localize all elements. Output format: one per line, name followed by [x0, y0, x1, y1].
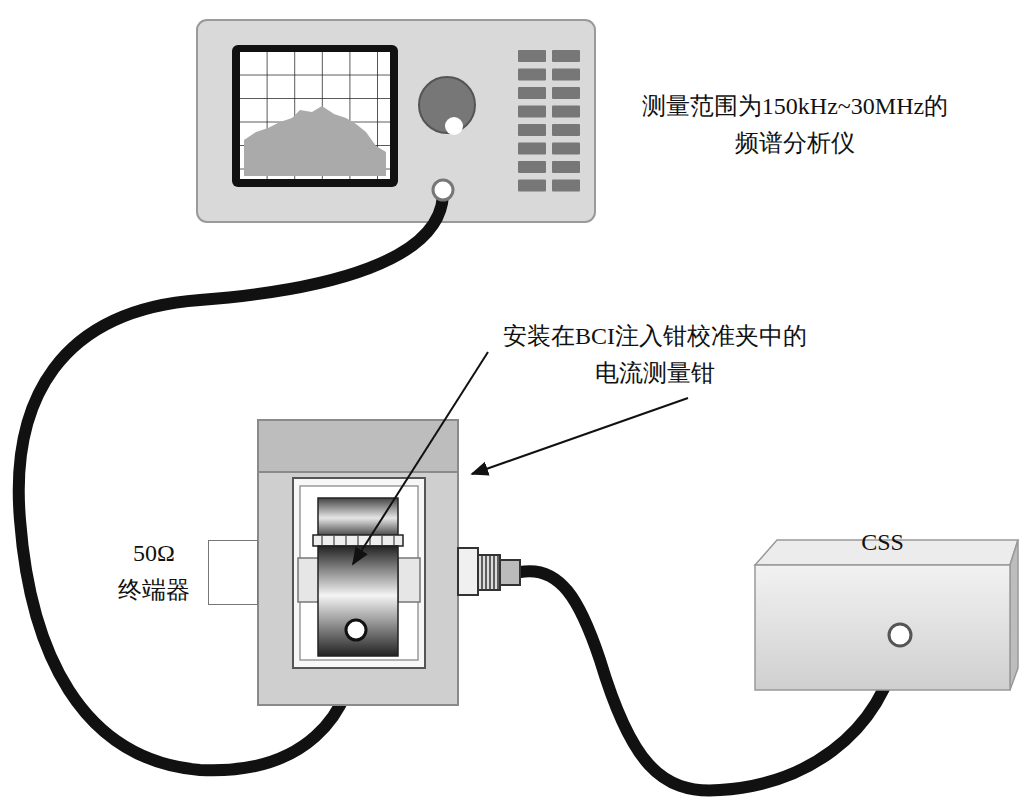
- callout-label: 安装在BCI注入钳校准夹中的 电流测量钳: [465, 318, 845, 392]
- spectrum-analyzer-box: 测量范围为150kHz~30MHz的 频谱分析仪: [197, 20, 595, 222]
- node-label: 50Ω 终端器: [105, 535, 203, 609]
- leader-arrow: [472, 398, 688, 474]
- port: [433, 180, 453, 200]
- leader-arrow: [353, 352, 488, 564]
- css-box: CSS: [755, 565, 1010, 690]
- terminator-box: 50Ω 终端器: [208, 540, 258, 605]
- calibration-fixture: [258, 420, 520, 705]
- node-label: 测量范围为150kHz~30MHz的 频谱分析仪: [605, 88, 985, 162]
- node-label: CSS: [780, 524, 985, 561]
- css-generator: [755, 540, 1018, 690]
- spectrum-analyzer: [197, 20, 595, 222]
